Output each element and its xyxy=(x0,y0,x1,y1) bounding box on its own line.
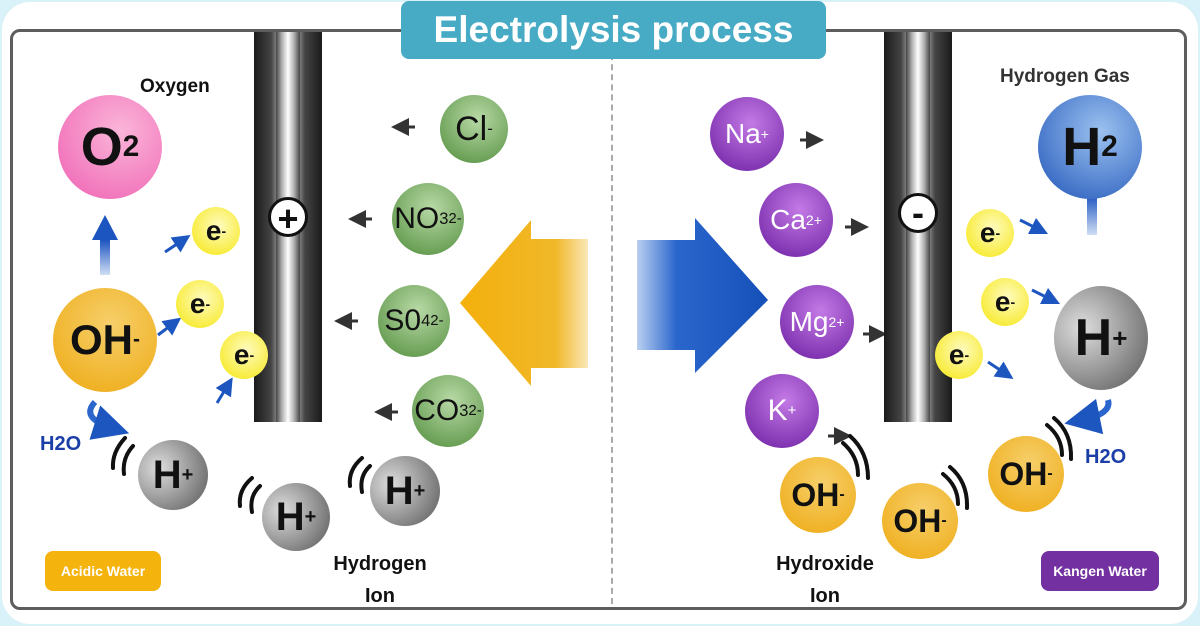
arrow-to-cathode xyxy=(637,218,768,373)
arrow-oh-to-o2 xyxy=(92,215,118,275)
hydroxide-ion: OH- xyxy=(780,457,856,533)
label-line: Hydroxide xyxy=(776,553,874,575)
electron-arrow xyxy=(215,377,233,404)
electron: e- xyxy=(192,207,240,255)
hydroxide-ion-anode: OH- xyxy=(53,288,157,392)
label-line: Ion xyxy=(810,585,840,607)
arrow-to-anode xyxy=(460,220,588,386)
acidic-water-badge: Acidic Water xyxy=(45,551,161,591)
hydrogen-ion-label: Hydrogen Ion xyxy=(325,548,435,612)
membrane-divider xyxy=(611,34,613,604)
label-line: Hydrogen xyxy=(333,553,427,575)
electron-arrow xyxy=(157,317,182,337)
hydroxide-ion: OH- xyxy=(988,436,1064,512)
electron: e- xyxy=(220,331,268,379)
hydroxide-ion-label: Hydroxide Ion xyxy=(770,548,880,612)
label-line: Ion xyxy=(365,585,395,607)
sodium-ion: Na+ xyxy=(710,97,784,171)
hydrogen-ion: H+ xyxy=(138,440,208,510)
electron: e- xyxy=(935,331,983,379)
hydrogen-ion-cathode: H+ xyxy=(1054,286,1148,390)
hydrogen-ion: H+ xyxy=(262,483,330,551)
water-label-right: H2O xyxy=(1085,446,1127,468)
electron: e- xyxy=(981,278,1029,326)
chloride-ion: Cl- xyxy=(440,95,508,163)
water-label-left: H2O xyxy=(40,433,82,455)
electron-arrow xyxy=(1019,217,1049,235)
electron-arrow xyxy=(987,360,1014,379)
water-arrow-right xyxy=(1064,398,1112,435)
electron: e- xyxy=(966,209,1014,257)
plus-sign-icon: + xyxy=(268,197,308,238)
electron-arrow xyxy=(164,235,191,254)
diagram-title: Electrolysis process xyxy=(401,1,826,59)
hydrogen-gas-label: Hydrogen Gas xyxy=(1000,66,1130,87)
minus-sign-icon: - xyxy=(898,193,938,233)
water-arrow-left xyxy=(87,399,130,440)
potassium-ion: K+ xyxy=(745,374,819,448)
hydroxide-ion: OH- xyxy=(882,483,958,559)
electron: e- xyxy=(176,280,224,328)
vibration-marks xyxy=(110,416,1074,514)
oxygen-label: Oxygen xyxy=(140,76,210,97)
kangen-water-badge: Kangen Water xyxy=(1041,551,1159,591)
electron-arrow xyxy=(1031,287,1061,305)
hydrogen-ion: H+ xyxy=(370,456,440,526)
